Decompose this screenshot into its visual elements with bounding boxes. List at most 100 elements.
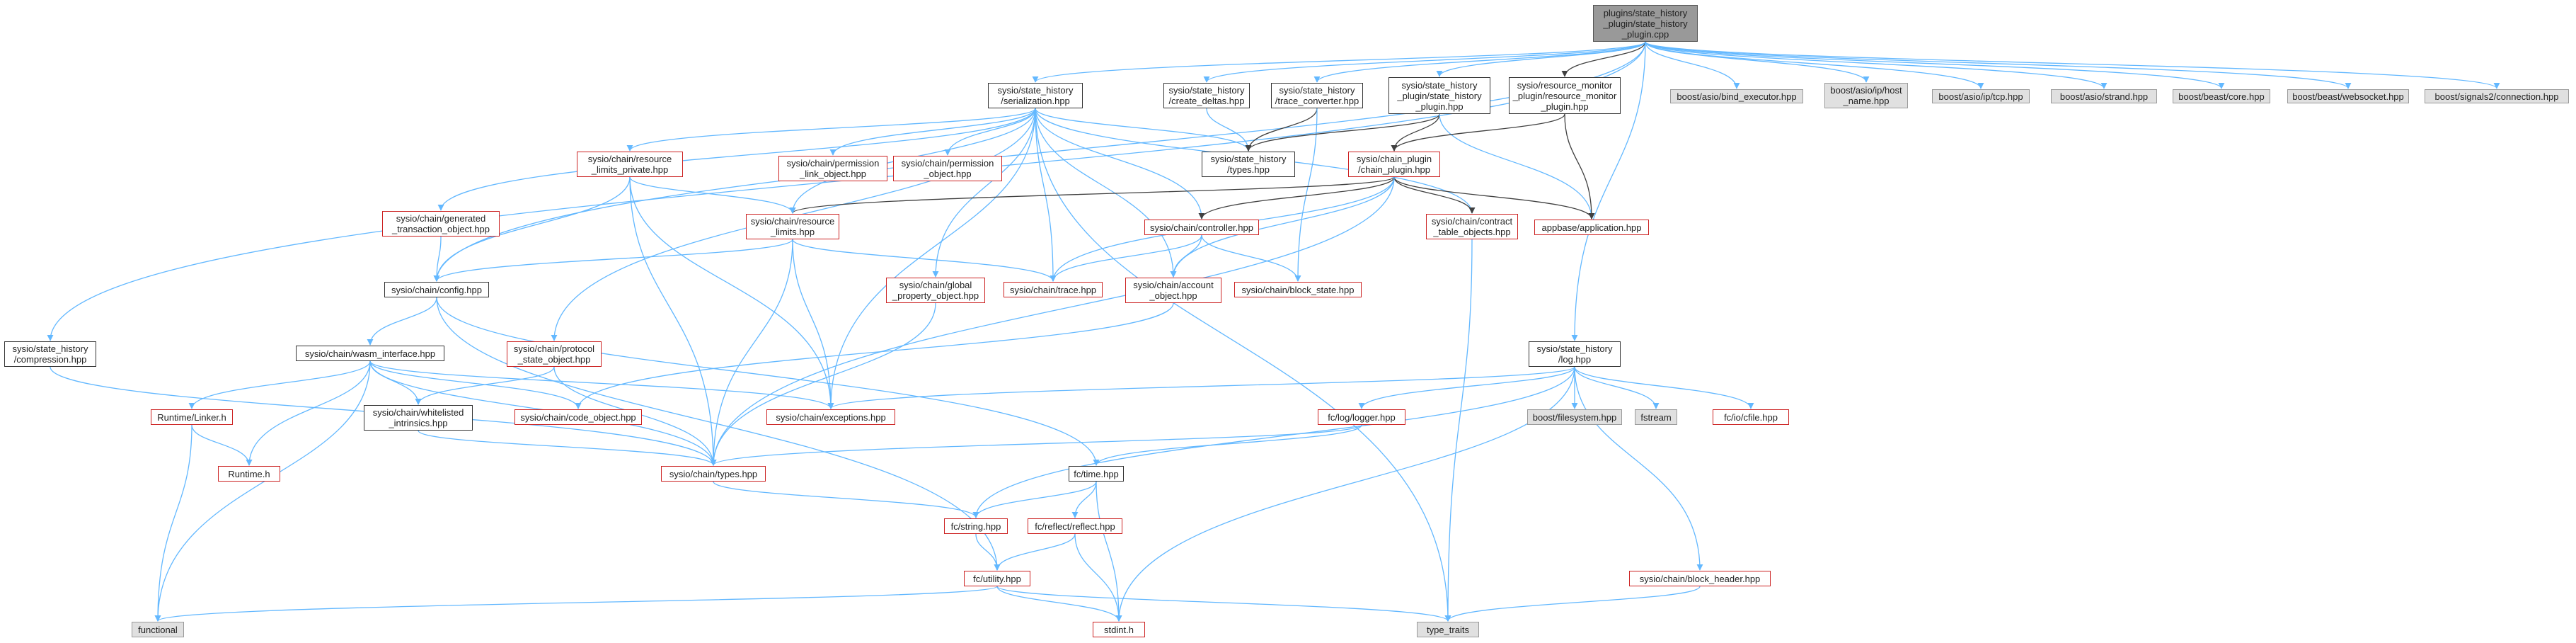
node-code-object-hpp[interactable]: sysio/chain/code_object.hpp xyxy=(514,409,642,425)
edge-block_header-to-type_traits xyxy=(1444,586,1701,622)
edge-serialization-to-res_limits_private xyxy=(626,108,1036,152)
node-fstream[interactable]: fstream xyxy=(1635,409,1677,425)
node-trace-hpp[interactable]: sysio/chain/trace.hpp xyxy=(1004,282,1103,297)
node-fc-time-hpp[interactable]: fc/time.hpp xyxy=(1069,466,1124,482)
edge-shp_plugin_hpp-to-application xyxy=(1439,113,1595,220)
edge-root-to-strand xyxy=(1645,41,2108,89)
edge-runtime_linker-to-runtime_h xyxy=(191,424,253,466)
node-contract-table-objects-hpp[interactable]: sysio/chain/contract _table_objects.hpp xyxy=(1426,214,1518,239)
edge-logger-to-fc_time xyxy=(1093,424,1362,466)
edge-config-to-fc_time xyxy=(436,297,1100,466)
node-trace-converter-hpp[interactable]: sysio/state_history /trace_converter.hpp xyxy=(1271,83,1363,108)
edge-wasm_interface-to-runtime_h xyxy=(246,360,371,466)
node-stdint-h[interactable]: stdint.h xyxy=(1093,622,1145,637)
edge-whitelisted-to-chain_types xyxy=(418,430,717,466)
edge-wasm_interface-to-exceptions xyxy=(369,360,834,409)
edge-fc_utility-to-type_traits xyxy=(996,586,1451,622)
node-type-traits[interactable]: type_traits xyxy=(1417,622,1479,637)
node-fc-utility-hpp[interactable]: fc/utility.hpp xyxy=(964,571,1030,586)
edge-trace_converter-to-sh_types xyxy=(1245,108,1318,152)
edge-res_limits-to-trace xyxy=(792,239,1057,282)
node-state-history-log-hpp[interactable]: sysio/state_history /log.hpp xyxy=(1529,341,1621,367)
node-beast-core-hpp[interactable]: boost/beast/core.hpp xyxy=(2173,89,2270,103)
edge-serialization-to-perm_link xyxy=(829,108,1036,156)
node-websocket-hpp[interactable]: boost/beast/websocket.hpp xyxy=(2287,89,2409,103)
node-strand-hpp[interactable]: boost/asio/strand.hpp xyxy=(2051,89,2157,103)
edge-account_obj-to-code_object xyxy=(575,302,1174,409)
node-chain-plugin-hpp[interactable]: sysio/chain_plugin /chain_plugin.hpp xyxy=(1348,152,1440,177)
edge-root-to-connection xyxy=(1645,41,2500,89)
edge-root-to-bind_executor xyxy=(1645,41,1740,89)
node-generated-transaction-object-hpp[interactable]: sysio/chain/generated _transaction_objec… xyxy=(382,211,500,237)
edge-serialization-to-controller xyxy=(1035,108,1205,220)
edge-res_monitor-to-chain_plugin xyxy=(1391,113,1565,152)
node-account-object-hpp[interactable]: sysio/chain/account _object.hpp xyxy=(1125,278,1221,303)
node-state-history-plugin-cpp: plugins/state_history _plugin/state_hist… xyxy=(1593,5,1698,42)
node-controller-hpp[interactable]: sysio/chain/controller.hpp xyxy=(1144,220,1259,235)
node-whitelisted-intrinsics-hpp[interactable]: sysio/chain/whitelisted _intrinsics.hpp xyxy=(364,405,473,431)
edge-root-to-tcp xyxy=(1645,41,1984,89)
node-create-deltas-hpp[interactable]: sysio/state_history /create_deltas.hpp xyxy=(1163,83,1250,108)
edge-chain_plugin-to-res_limits xyxy=(789,176,1395,214)
node-boost-filesystem-hpp[interactable]: boost/filesystem.hpp xyxy=(1527,409,1622,425)
node-permission-object-hpp[interactable]: sysio/chain/permission _object.hpp xyxy=(893,156,1002,181)
edge-logger-to-chain_types xyxy=(710,424,1362,466)
node-runtime-h[interactable]: Runtime.h xyxy=(218,466,280,482)
edge-fc_utility-to-stdint xyxy=(996,586,1122,622)
edge-controller-to-account_obj xyxy=(1170,234,1202,278)
node-host-name-hpp[interactable]: boost/asio/ip/host _name.hpp xyxy=(1824,83,1908,108)
edge-root-to-log_hpp xyxy=(1571,41,1646,341)
node-fc-cfile-hpp[interactable]: fc/io/cfile.hpp xyxy=(1713,409,1789,425)
node-global-property-object-hpp[interactable]: sysio/chain/global _property_object.hpp xyxy=(886,278,985,303)
node-block-state-hpp[interactable]: sysio/chain/block_state.hpp xyxy=(1234,282,1362,297)
edge-fc_time-to-fc_string xyxy=(972,481,1097,518)
edge-root-to-serialization xyxy=(1032,41,1646,83)
node-permission-link-object-hpp[interactable]: sysio/chain/permission _link_object.hpp xyxy=(778,156,887,181)
edge-root-to-trace_converter xyxy=(1313,41,1646,83)
node-functional[interactable]: functional xyxy=(132,622,184,637)
edge-global_prop-to-chain_types xyxy=(710,302,936,466)
node-resource-limits-private-hpp[interactable]: sysio/chain/resource _limits_private.hpp xyxy=(577,152,683,177)
node-runtime-linker-h[interactable]: Runtime/Linker.h xyxy=(151,409,233,425)
node-config-hpp[interactable]: sysio/chain/config.hpp xyxy=(384,282,489,297)
edge-runtime_linker-to-functional xyxy=(154,424,192,622)
edge-config-to-wasm_interface xyxy=(367,297,437,346)
edge-wasm_interface-to-functional xyxy=(154,360,371,622)
edge-root-to-res_monitor xyxy=(1561,41,1646,77)
node-signals2-connection-hpp[interactable]: boost/signals2/connection.hpp xyxy=(2425,89,2569,103)
node-exceptions-hpp[interactable]: sysio/chain/exceptions.hpp xyxy=(766,409,895,425)
edge-fc_reflect-to-stdint xyxy=(1074,533,1122,622)
node-state-history-types-hpp[interactable]: sysio/state_history /types.hpp xyxy=(1202,152,1295,177)
node-fc-reflect-hpp[interactable]: fc/reflect/reflect.hpp xyxy=(1028,518,1122,534)
node-protocol-state-object-hpp[interactable]: sysio/chain/protocol _state_object.hpp xyxy=(507,341,602,367)
node-resource-monitor-plugin-hpp[interactable]: sysio/resource_monitor _plugin/resource_… xyxy=(1509,77,1621,114)
node-resource-limits-hpp[interactable]: sysio/chain/resource _limits.hpp xyxy=(746,214,839,239)
edge-serialization-to-trace xyxy=(1035,108,1057,282)
edge-fc_reflect-to-fc_utility xyxy=(994,533,1076,571)
edge-config-to-fc_utility xyxy=(436,297,1001,571)
edge-root-to-create_deltas xyxy=(1203,41,1646,83)
node-fc-string-hpp[interactable]: fc/string.hpp xyxy=(944,518,1008,534)
node-compression-hpp[interactable]: sysio/state_history /compression.hpp xyxy=(4,341,96,367)
edge-res_monitor-to-application xyxy=(1564,113,1595,220)
edge-log_hpp-to-block_header xyxy=(1574,366,1703,571)
node-appbase-application-hpp[interactable]: appbase/application.hpp xyxy=(1534,220,1649,235)
edge-res_limits_private-to-exceptions xyxy=(629,176,834,409)
edge-contract_table-to-type_traits xyxy=(1444,239,1473,622)
edge-protocol_state-to-whitelisted xyxy=(415,366,555,405)
node-block-header-hpp[interactable]: sysio/chain/block_header.hpp xyxy=(1629,571,1771,586)
node-fc-logger-hpp[interactable]: fc/log/logger.hpp xyxy=(1318,409,1405,425)
node-serialization-hpp[interactable]: sysio/state_history /serialization.hpp xyxy=(988,83,1083,108)
edge-res_limits_private-to-config xyxy=(433,176,631,282)
edge-serialization-to-perm_obj xyxy=(944,108,1036,156)
edge-root-to-host_name xyxy=(1645,41,1870,83)
node-tcp-hpp[interactable]: boost/asio/ip/tcp.hpp xyxy=(1932,89,2030,103)
edge-res_limits_private-to-chain_types xyxy=(629,176,717,466)
edge-serialization-to-global_prop xyxy=(932,108,1036,278)
node-wasm-interface-hpp[interactable]: sysio/chain/wasm_interface.hpp xyxy=(296,346,444,361)
node-chain-types-hpp[interactable]: sysio/chain/types.hpp xyxy=(661,466,766,482)
node-state-history-plugin-hpp[interactable]: sysio/state_history _plugin/state_histor… xyxy=(1388,77,1490,114)
node-bind-executor-hpp[interactable]: boost/asio/bind_executor.hpp xyxy=(1670,89,1803,103)
edge-root-to-websocket xyxy=(1645,41,2352,89)
edge-log_hpp-to-logger xyxy=(1358,366,1575,409)
